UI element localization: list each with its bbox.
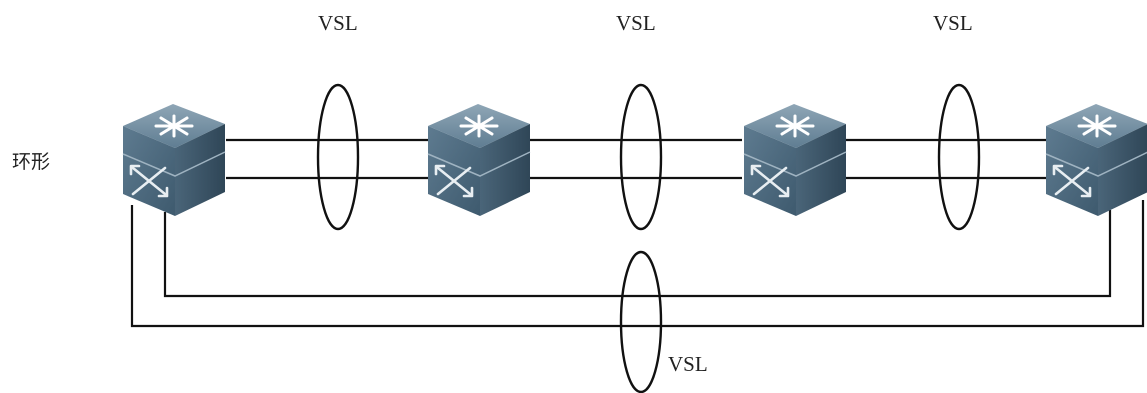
- switch-icon: [121, 102, 227, 218]
- vsl-ring-return-wires: [130, 200, 1145, 328]
- vsl-label: VSL: [668, 352, 708, 376]
- vsl-bundle-4: [619, 250, 663, 393]
- switch-icon: [426, 102, 532, 218]
- vsl-label: VSL: [318, 11, 358, 35]
- vsl-bundle-3: [937, 83, 981, 231]
- vsl-label: VSL: [616, 11, 656, 35]
- switch-icon: [742, 102, 848, 218]
- vsl-trunk-wires: [226, 138, 1050, 180]
- vsl-bundle-2: [619, 83, 663, 231]
- vsl-bundle-1: [316, 83, 360, 231]
- switch-icon: [1044, 102, 1147, 218]
- vsl-label: VSL: [933, 11, 973, 35]
- topology-label: 环形: [12, 151, 50, 173]
